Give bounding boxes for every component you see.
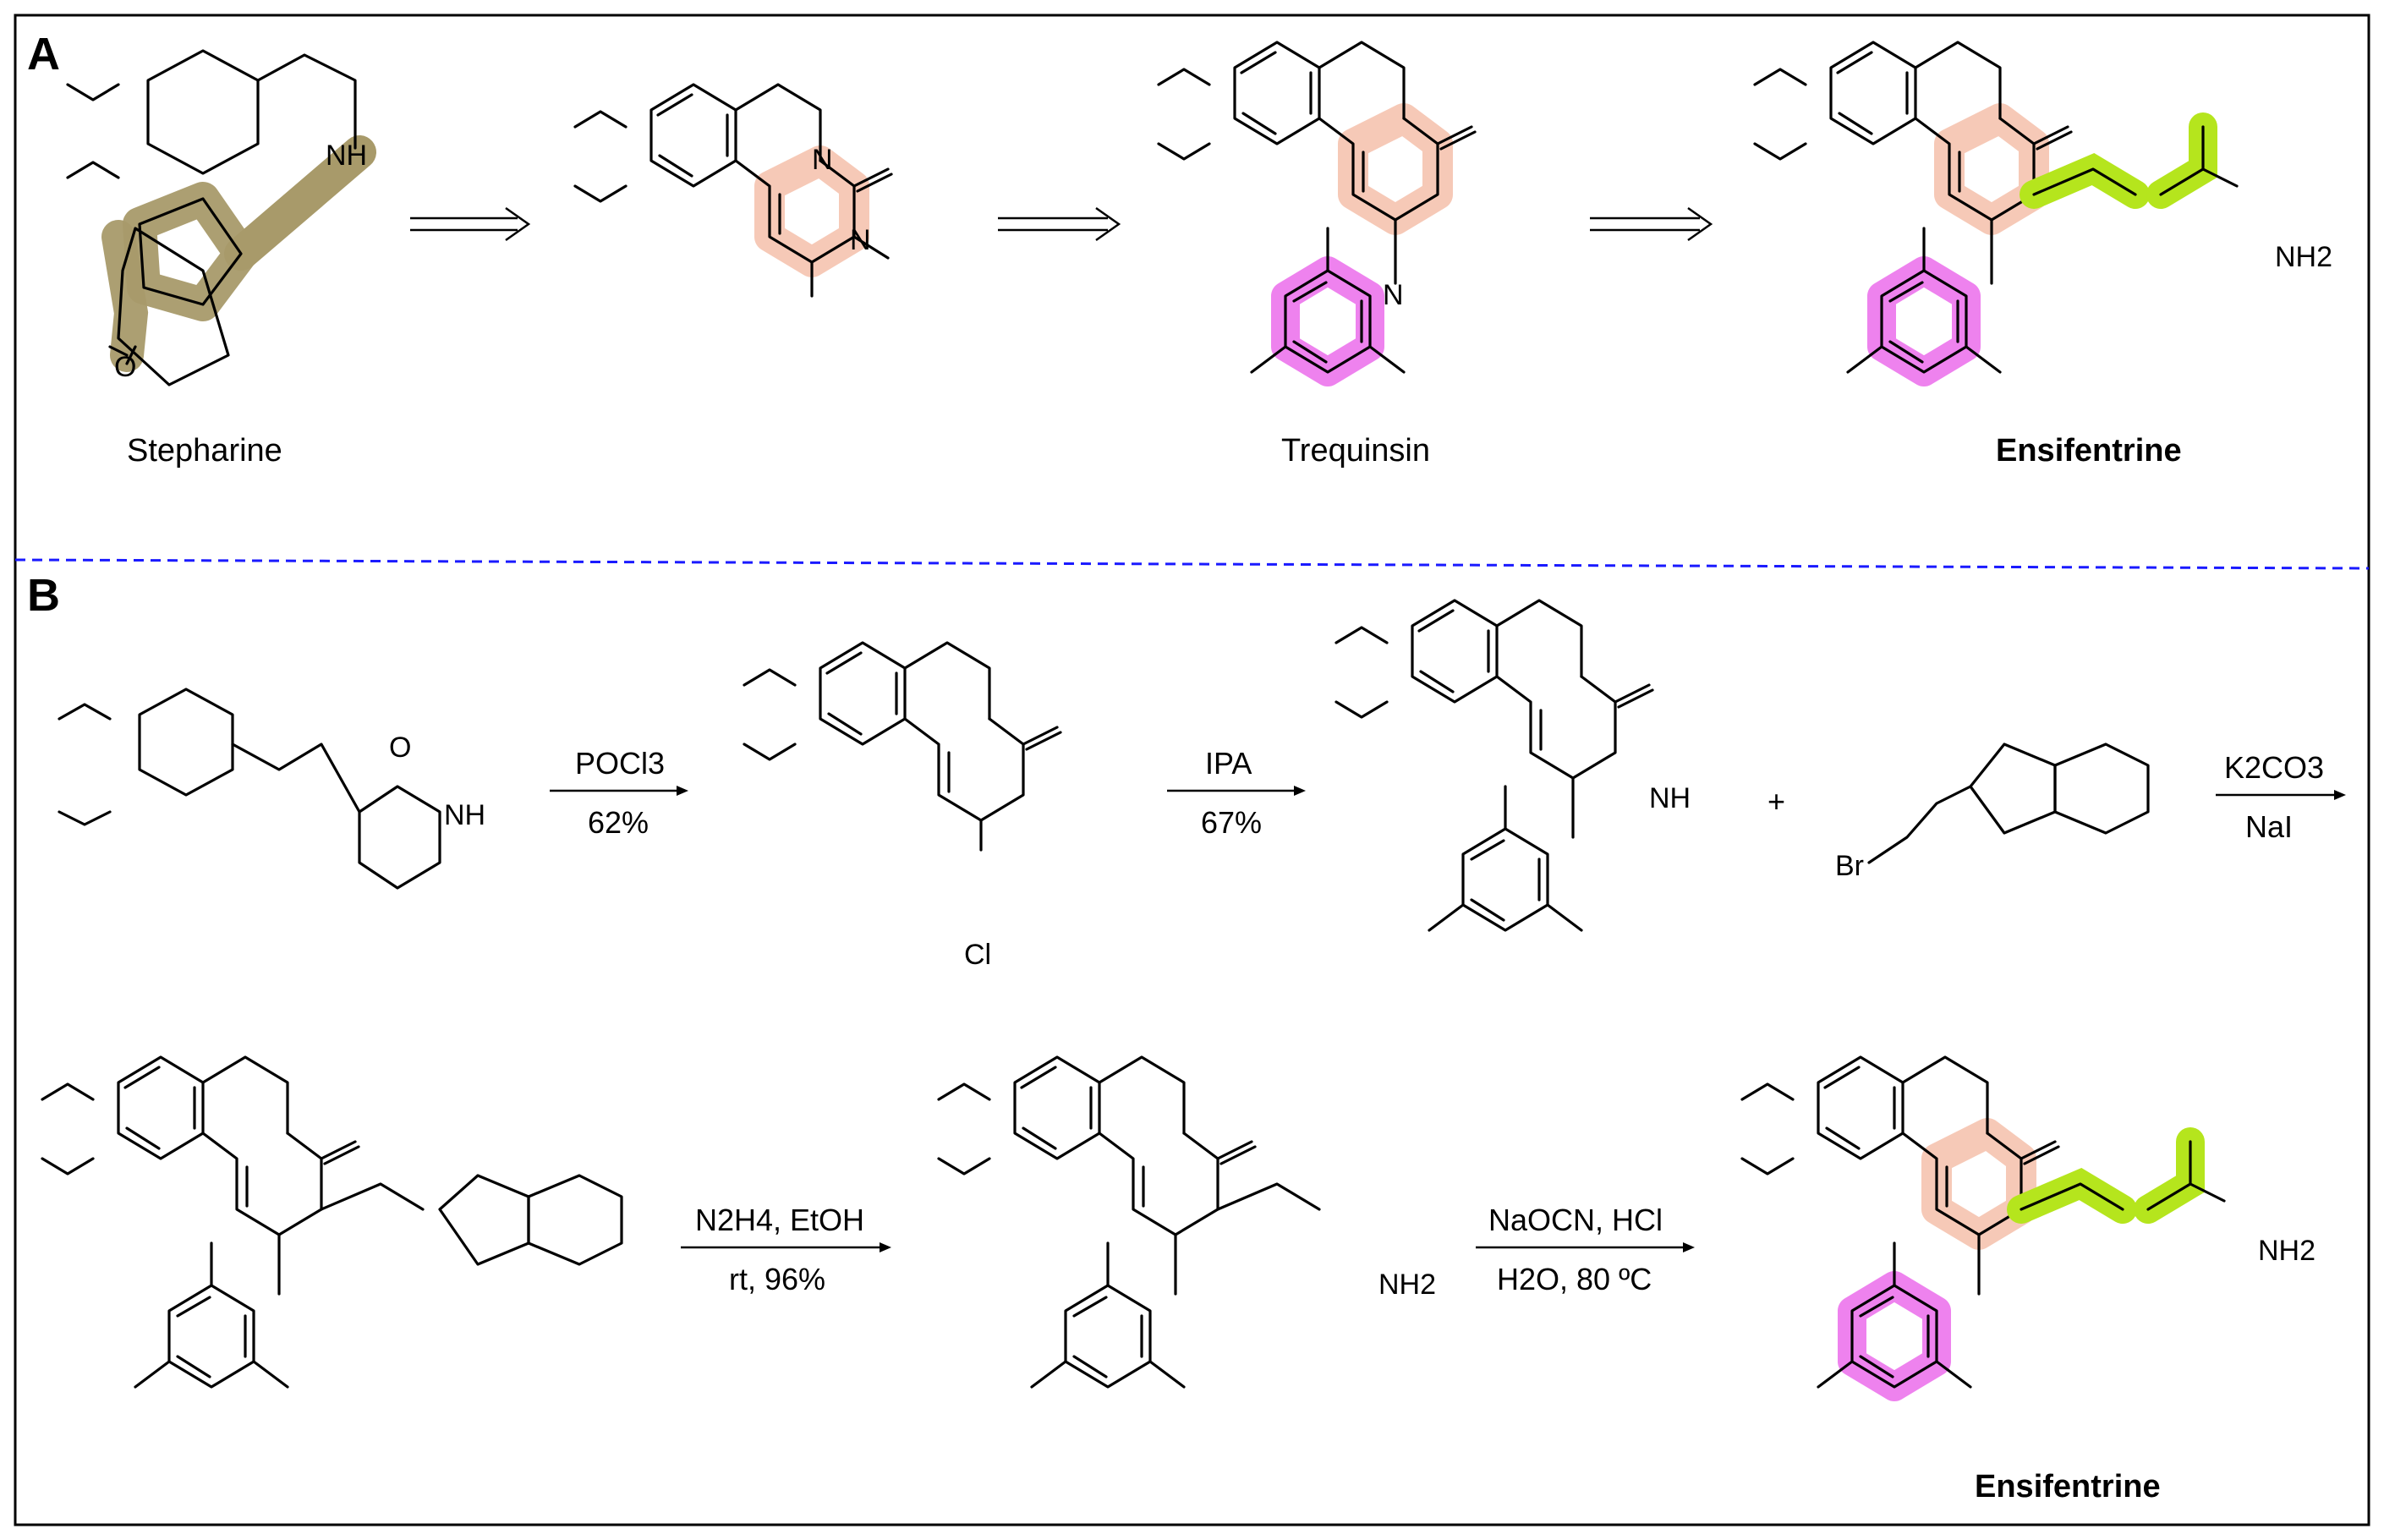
- panel-divider: [14, 558, 2370, 570]
- step2-arrowhead: [1294, 786, 1306, 796]
- step4-conditions: rt, 96%: [729, 1262, 825, 1296]
- step3-additive: NaI: [2245, 809, 2293, 844]
- amine-intermediate-structure: [937, 1055, 1321, 1389]
- b6-nh2-label: NH2: [1378, 1269, 1436, 1301]
- a2-n1: N: [812, 144, 833, 176]
- step1-yield: 62%: [588, 805, 649, 840]
- barbiturate-structure: [58, 688, 441, 890]
- plus-sign: +: [1767, 784, 1785, 819]
- stepharine-caption: Stepharine: [127, 433, 282, 469]
- pyrimidinedione-structure: [573, 83, 893, 298]
- ensifentrine-a-caption: Ensifentrine: [1996, 433, 2182, 469]
- step2-yield: 67%: [1201, 805, 1262, 840]
- bromoethyl-phthalimide-structure: [1867, 743, 2150, 864]
- b1-nh-label: NH: [444, 799, 485, 831]
- retro-arrow-2: [998, 206, 1121, 242]
- b2-cl-label: Cl: [964, 939, 991, 971]
- b1-o-label: O: [389, 732, 411, 764]
- step5-arrowhead: [1683, 1242, 1695, 1252]
- trequinsin-caption: Trequinsin: [1281, 433, 1430, 469]
- panel-a-label: A: [27, 29, 60, 79]
- phthalimide-adduct-structure: [41, 1055, 623, 1389]
- figure-frame: [14, 14, 2370, 1526]
- a2-n2: N: [850, 224, 871, 256]
- ensifentrine-b-nh2: NH2: [2258, 1235, 2315, 1267]
- stepharine-o-label: O: [114, 351, 136, 383]
- ensifentrine-b-caption: Ensifentrine: [1975, 1469, 2161, 1504]
- stepharine-nh-label: NH: [326, 140, 367, 172]
- step4-reagent: N2H4, EtOH: [695, 1203, 864, 1237]
- b4-br-label: Br: [1835, 850, 1864, 882]
- imine-intermediate-structure: [1334, 599, 1654, 932]
- step3-arrowhead: [2334, 790, 2346, 800]
- step5-conditions: H2O, 80 ºC: [1497, 1262, 1652, 1296]
- retro-arrow-1: [410, 206, 531, 242]
- ensifentrine-a-structure: [1753, 41, 2239, 386]
- step5-reagent: NaOCN, HCl: [1488, 1203, 1663, 1237]
- step1-arrowhead: [677, 786, 688, 796]
- step1-reagent: POCl3: [575, 746, 665, 781]
- panel-b-label: B: [27, 570, 60, 621]
- trequinsin-structure: [1157, 41, 1477, 386]
- chloropyrimidinone-structure: [743, 641, 1062, 852]
- retro-arrow-3: [1590, 206, 1713, 242]
- trequinsin-n-label: N: [1383, 279, 1404, 311]
- step2-reagent: IPA: [1205, 746, 1252, 781]
- step4-arrowhead: [880, 1242, 891, 1252]
- ensifentrine-b-structure: [1740, 1055, 2226, 1401]
- b3-nh-label: NH: [1649, 782, 1691, 814]
- step3-reagent: K2CO3: [2224, 750, 2324, 785]
- ensifentrine-a-nh2: NH2: [2275, 241, 2332, 273]
- stepharine-structure: [66, 49, 376, 386]
